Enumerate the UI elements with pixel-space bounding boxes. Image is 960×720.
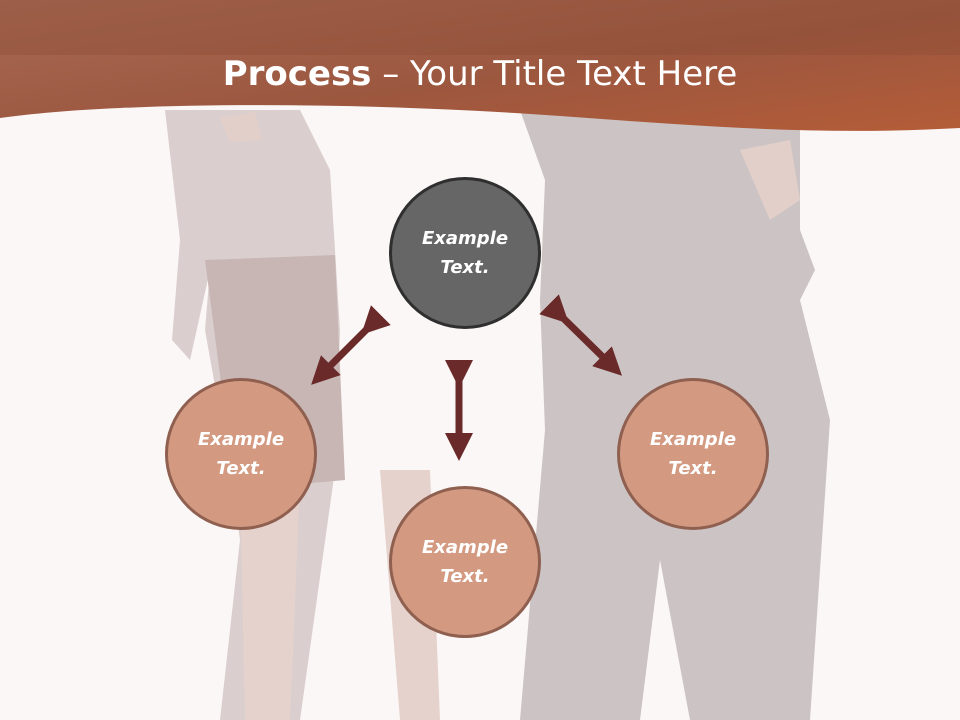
process-circle-left[interactable]: Example Text.: [165, 378, 317, 530]
title-bold: Process: [222, 54, 372, 94]
title-rest: – Your Title Text Here: [371, 54, 738, 94]
circle-label: Example Text.: [421, 537, 509, 587]
process-circle-bottom[interactable]: Example Text.: [389, 486, 541, 638]
circle-label: Example Text.: [649, 429, 737, 479]
circle-label: Example Text.: [421, 228, 509, 278]
process-circle-right[interactable]: Example Text.: [617, 378, 769, 530]
circle-label: Example Text.: [197, 429, 285, 479]
header-banner: [0, 0, 960, 131]
slide-title: Process – Your Title Text Here: [0, 52, 960, 96]
process-circle-top[interactable]: Example Text.: [389, 177, 541, 329]
